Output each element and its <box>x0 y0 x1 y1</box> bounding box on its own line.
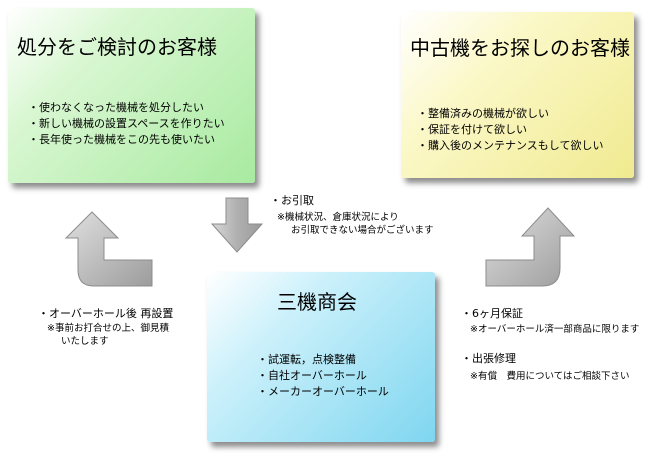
list-item: 使わなくなった機械を処分したい <box>28 100 225 116</box>
warranty-note: ※オーバーホール済一部商品に限ります <box>470 324 640 335</box>
used-machine-customer-box: 中古機をお探しのお客様 整備済みの機械が欲しい 保証を付けて欲しい 購入後のメン… <box>401 12 634 178</box>
company-box: 三機商会 試運転，点検整備 自社オーバーホール メーカーオーバーホール <box>207 272 435 442</box>
list-item: 保証を付けて欲しい <box>417 122 603 138</box>
disposal-needs-list: 使わなくなった機械を処分したい 新しい機械の設置スペースを作りたい 長年使った機… <box>28 100 225 148</box>
up-return-arrow-icon <box>64 211 153 287</box>
used-machine-customer-title: 中古機をお探しのお客様 <box>410 36 630 60</box>
list-item: 長年使った機械をこの先も使いたい <box>28 132 225 148</box>
list-item: 整備済みの機械が欲しい <box>417 106 603 122</box>
pickup-note: ※機械状況、倉庫状況により お引取できない場合がございます <box>277 212 434 236</box>
warranty-label: 6ヶ月保証 <box>461 305 523 321</box>
up-forward-arrow-icon <box>485 207 576 287</box>
list-item: メーカーオーバーホール <box>257 384 389 400</box>
company-services-list: 試運転，点検整備 自社オーバーホール メーカーオーバーホール <box>257 352 389 400</box>
list-item: 試運転，点検整備 <box>257 352 389 368</box>
list-item: 新しい機械の設置スペースを作りたい <box>28 116 225 132</box>
used-machine-needs-list: 整備済みの機械が欲しい 保証を付けて欲しい 購入後のメンテナンスもして欲しい <box>417 106 603 154</box>
list-item: 自社オーバーホール <box>257 368 389 384</box>
down-arrow-icon <box>210 197 264 253</box>
disposal-customer-box: 処分をご検討のお客様 使わなくなった機械を処分したい 新しい機械の設置スペースを… <box>8 8 255 183</box>
reinstall-label: オーバーホール後 再設置 <box>38 305 173 321</box>
disposal-customer-title: 処分をご検討のお客様 <box>17 35 217 59</box>
company-name: 三機商会 <box>277 290 357 314</box>
repair-note: ※有償 費用についてはご相談下さい <box>470 371 630 382</box>
reinstall-note: ※事前お打合せの上、御見積 いたします <box>47 323 169 347</box>
pickup-label: お引取 <box>270 192 314 208</box>
list-item: 購入後のメンテナンスもして欲しい <box>417 138 603 154</box>
repair-label: 出張修理 <box>461 350 516 366</box>
